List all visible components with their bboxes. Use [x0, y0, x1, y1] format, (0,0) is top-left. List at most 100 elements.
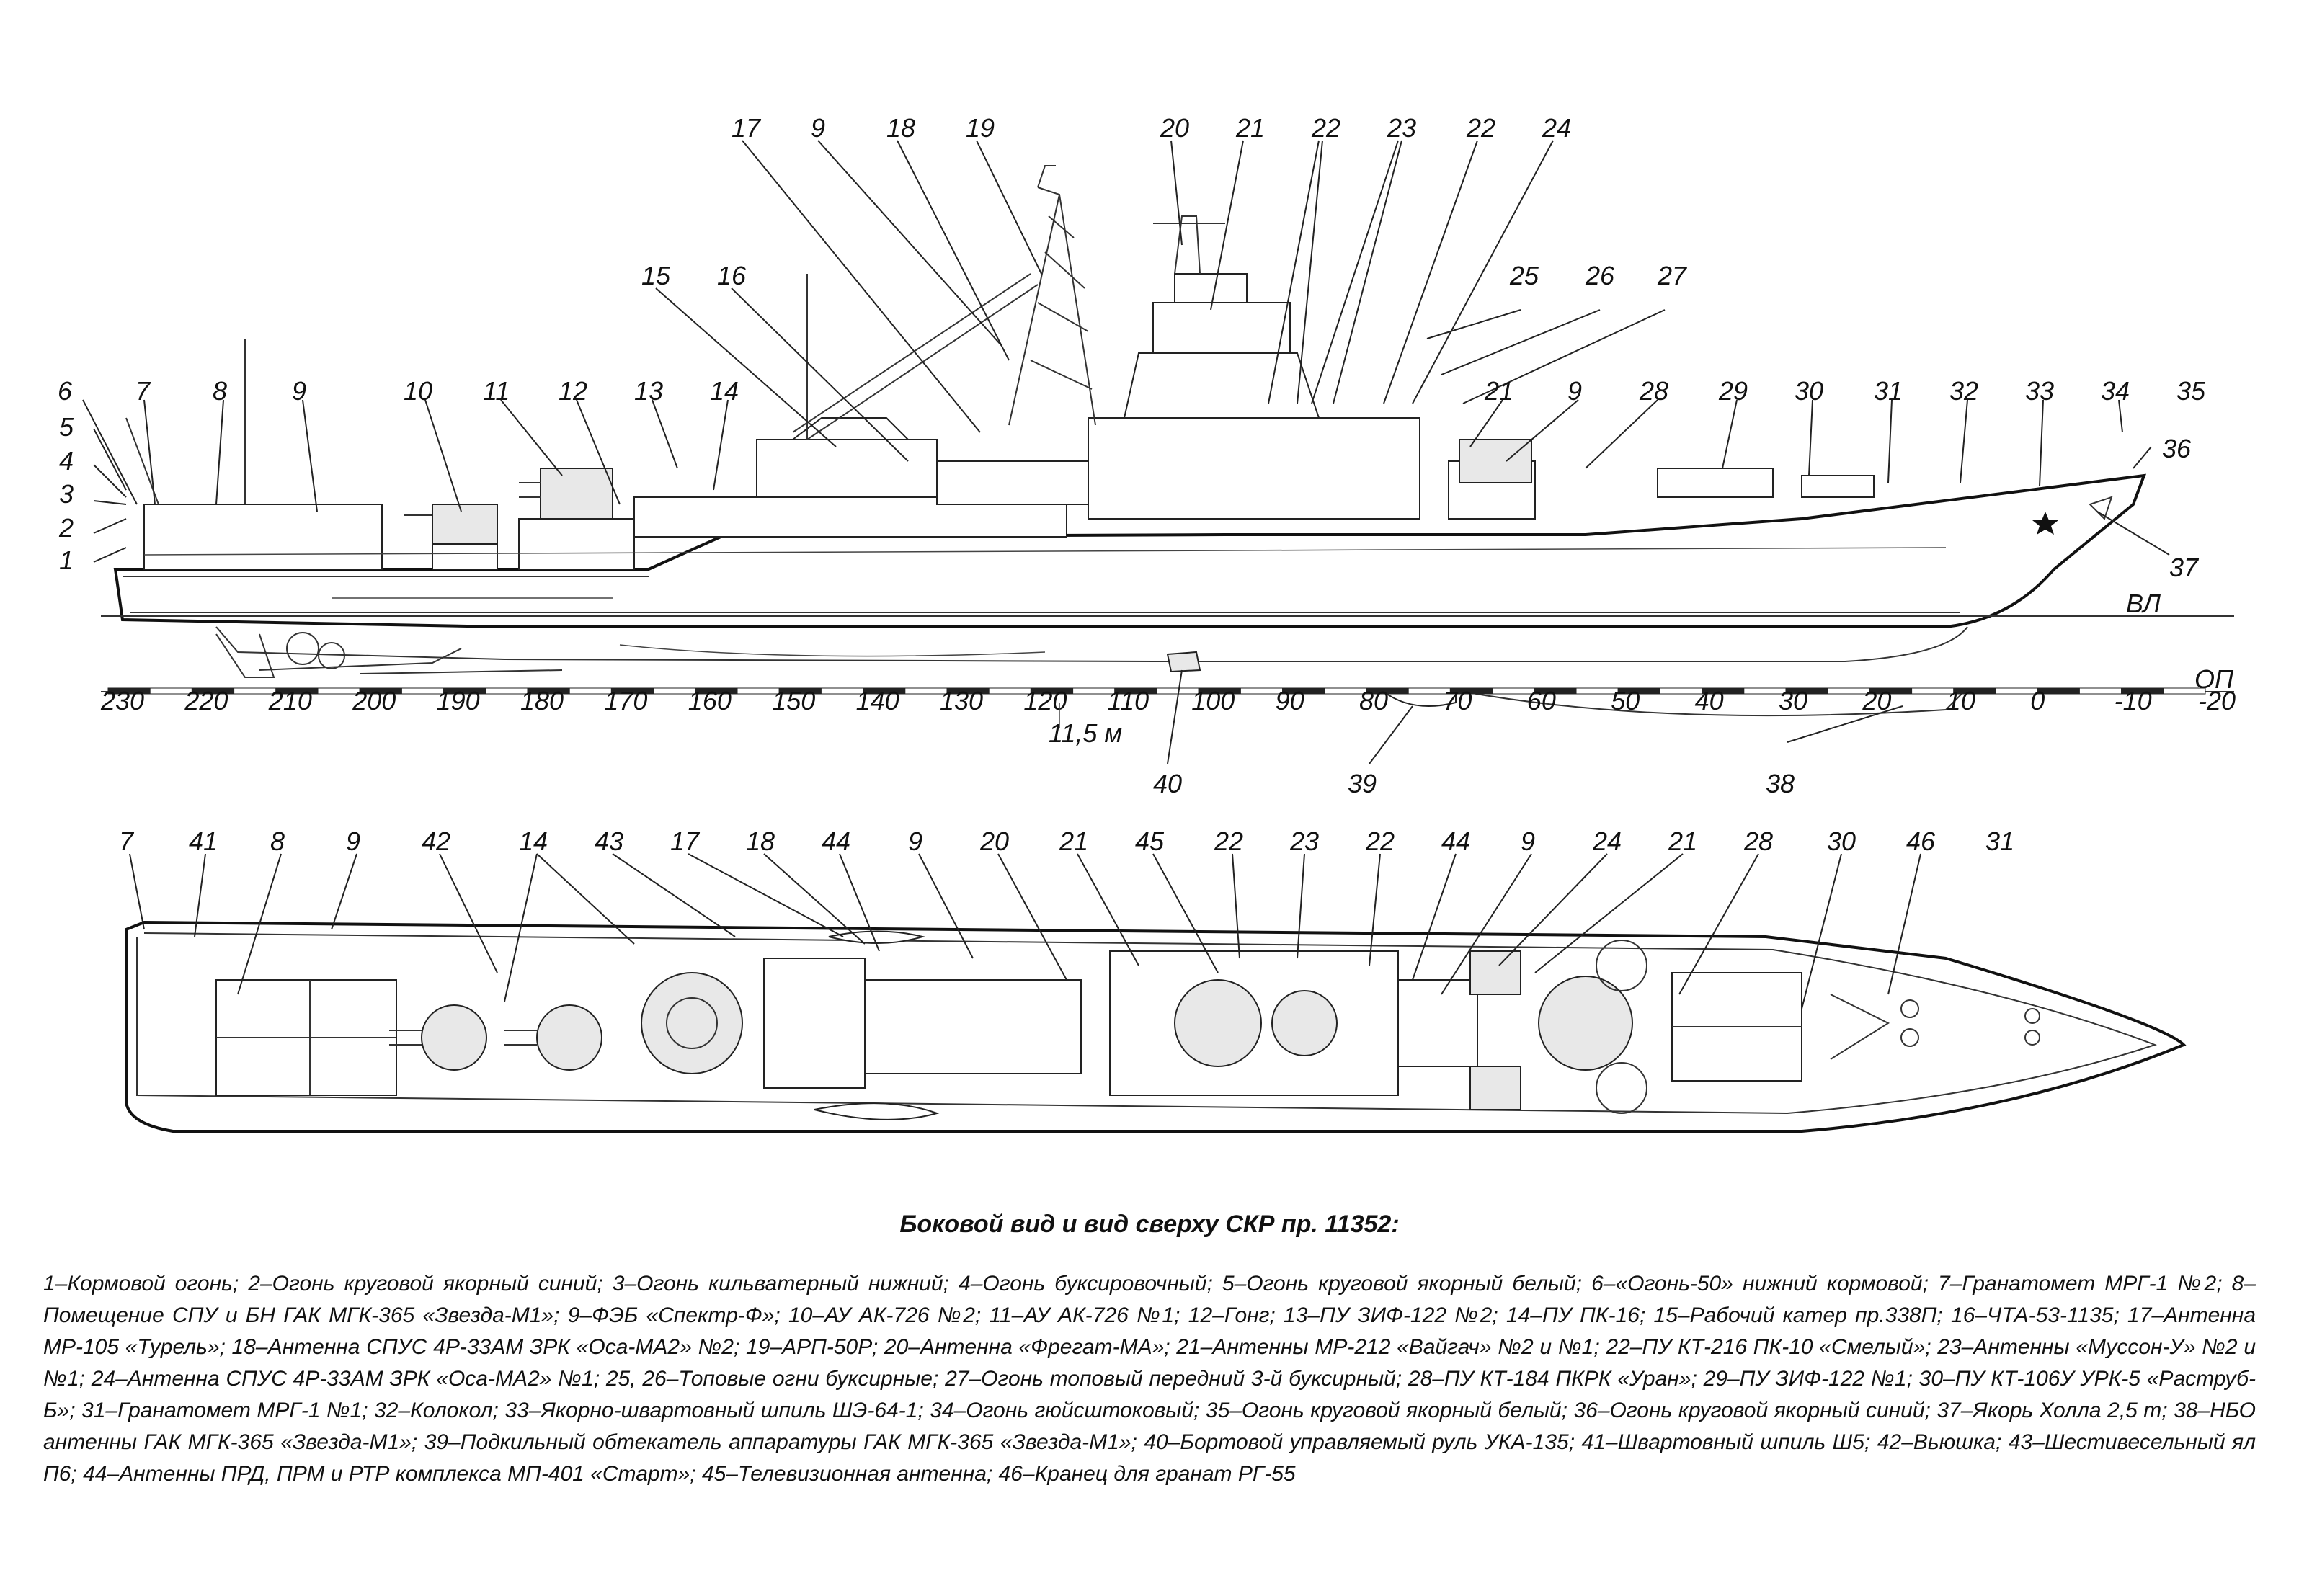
top-callout-17: 17: [670, 826, 701, 856]
callout-6: 6: [58, 376, 73, 406]
ruler-end-label: ОП: [2194, 664, 2234, 694]
callout-9-fwd: 9: [1568, 376, 1582, 406]
top-hull: [125, 920, 2187, 1133]
top-callout-9c: 9: [1521, 826, 1535, 856]
callout-9-aft: 9: [292, 376, 306, 406]
top-view: [125, 920, 2187, 1133]
ruler-tick-label: 0: [2030, 686, 2045, 715]
top-callout-31: 31: [1986, 826, 2014, 856]
top-callout-44: 44: [822, 826, 850, 856]
callout-13: 13: [634, 376, 663, 406]
callout-28: 28: [1639, 376, 1668, 406]
top-callout-8: 8: [270, 826, 285, 856]
callout-36: 36: [2162, 434, 2192, 463]
top-callouts: 7 41 8 9 42 14 43 17 18 44 9 20 21 45 22…: [119, 826, 2014, 856]
callout-18: 18: [886, 113, 915, 143]
callout-23: 23: [1387, 113, 1416, 143]
ruler-tick-label: -10: [2115, 686, 2152, 715]
side-rudder: [1166, 651, 1201, 673]
callout-21: 21: [1235, 113, 1265, 143]
callout-32: 32: [1949, 376, 1978, 406]
ruler-tick-label: 160: [688, 686, 732, 715]
ruler-tick-label: 90: [1276, 686, 1304, 715]
ruler-tick-label: 70: [1443, 686, 1472, 715]
draft-label: 11,5 м: [1049, 718, 1122, 748]
callout-33: 33: [2025, 376, 2054, 406]
side-leaders: [82, 140, 2170, 764]
callout-14: 14: [710, 376, 739, 406]
top-callout-23: 23: [1289, 826, 1319, 856]
side-crane-boom: [792, 273, 1039, 440]
ruler-segment: [2163, 687, 2206, 695]
top-callout-42: 42: [422, 826, 450, 856]
top-callout-43: 43: [595, 826, 623, 856]
callout-31: 31: [1874, 376, 1903, 406]
callout-15: 15: [641, 261, 671, 290]
top-callout-41: 41: [189, 826, 218, 856]
callout-38: 38: [1766, 769, 1795, 798]
callout-29: 29: [1718, 376, 1748, 406]
callout-3: 3: [59, 479, 74, 509]
callout-27: 27: [1657, 261, 1688, 290]
callout-26: 26: [1585, 261, 1615, 290]
callout-1: 1: [59, 545, 74, 575]
callout-39: 39: [1348, 769, 1377, 798]
top-workboat: [828, 930, 925, 944]
callout-11: 11: [483, 376, 510, 406]
side-callouts: 17 9 18 19 20 21 22 23 22 24 25 26 27 15…: [58, 113, 2206, 798]
top-callout-45: 45: [1135, 826, 1165, 856]
callout-30: 30: [1795, 376, 1823, 406]
callout-9: 9: [811, 113, 825, 143]
top-callout-30: 30: [1827, 826, 1856, 856]
ruler-tick-label: 170: [604, 686, 647, 715]
ruler-tick-label: 10: [1947, 686, 1975, 715]
ruler-tick-label: 230: [100, 686, 144, 715]
callout-10: 10: [404, 376, 432, 406]
top-callout-44b: 44: [1441, 826, 1470, 856]
top-callout-21: 21: [1059, 826, 1088, 856]
ruler-tick-label: 130: [940, 686, 983, 715]
callout-17: 17: [732, 113, 762, 143]
top-callout-18: 18: [746, 826, 775, 856]
side-hull: [113, 473, 2147, 628]
top-callout-22b: 22: [1365, 826, 1395, 856]
callout-4: 4: [59, 446, 74, 476]
ruler-tick-label: 60: [1527, 686, 1556, 715]
callout-5: 5: [59, 412, 74, 442]
callout-22b: 22: [1466, 113, 1495, 143]
side-lattice-mast: [1008, 187, 1096, 426]
callout-24: 24: [1542, 113, 1571, 143]
callout-7: 7: [135, 376, 151, 406]
callout-19: 19: [966, 113, 995, 143]
callout-25: 25: [1509, 261, 1539, 290]
callout-37: 37: [2169, 553, 2200, 582]
callout-8: 8: [213, 376, 227, 406]
callout-20: 20: [1160, 113, 1189, 143]
ruler-tick-label: 80: [1359, 686, 1388, 715]
ruler-tick-label: 30: [1779, 686, 1807, 715]
top-callout-22: 22: [1214, 826, 1243, 856]
ruler-tick-label: 40: [1695, 686, 1724, 715]
callout-12: 12: [559, 376, 587, 406]
ruler-tick-label: 190: [437, 686, 480, 715]
figure-legend: 1–Кормовой огонь; 2–Огонь круговой якорн…: [43, 1272, 2256, 1486]
callout-35: 35: [2176, 376, 2206, 406]
ruler-tick-label: 50: [1611, 686, 1640, 715]
ruler-tick-label: 100: [1191, 686, 1235, 715]
waterline-label: ВЛ: [2126, 589, 2161, 618]
callout-21-fwd: 21: [1484, 376, 1513, 406]
top-callout-9b: 9: [908, 826, 922, 856]
callout-2: 2: [58, 513, 74, 543]
top-callout-20: 20: [979, 826, 1009, 856]
top-callout-24: 24: [1592, 826, 1622, 856]
ruler-tick-label: 150: [772, 686, 815, 715]
top-callout-28: 28: [1743, 826, 1773, 856]
ruler-tick-label: 120: [1023, 686, 1067, 715]
top-callout-7: 7: [119, 826, 135, 856]
callout-40: 40: [1153, 769, 1182, 798]
side-underwater-hull: [215, 626, 1968, 662]
top-yawl: [814, 1102, 940, 1120]
